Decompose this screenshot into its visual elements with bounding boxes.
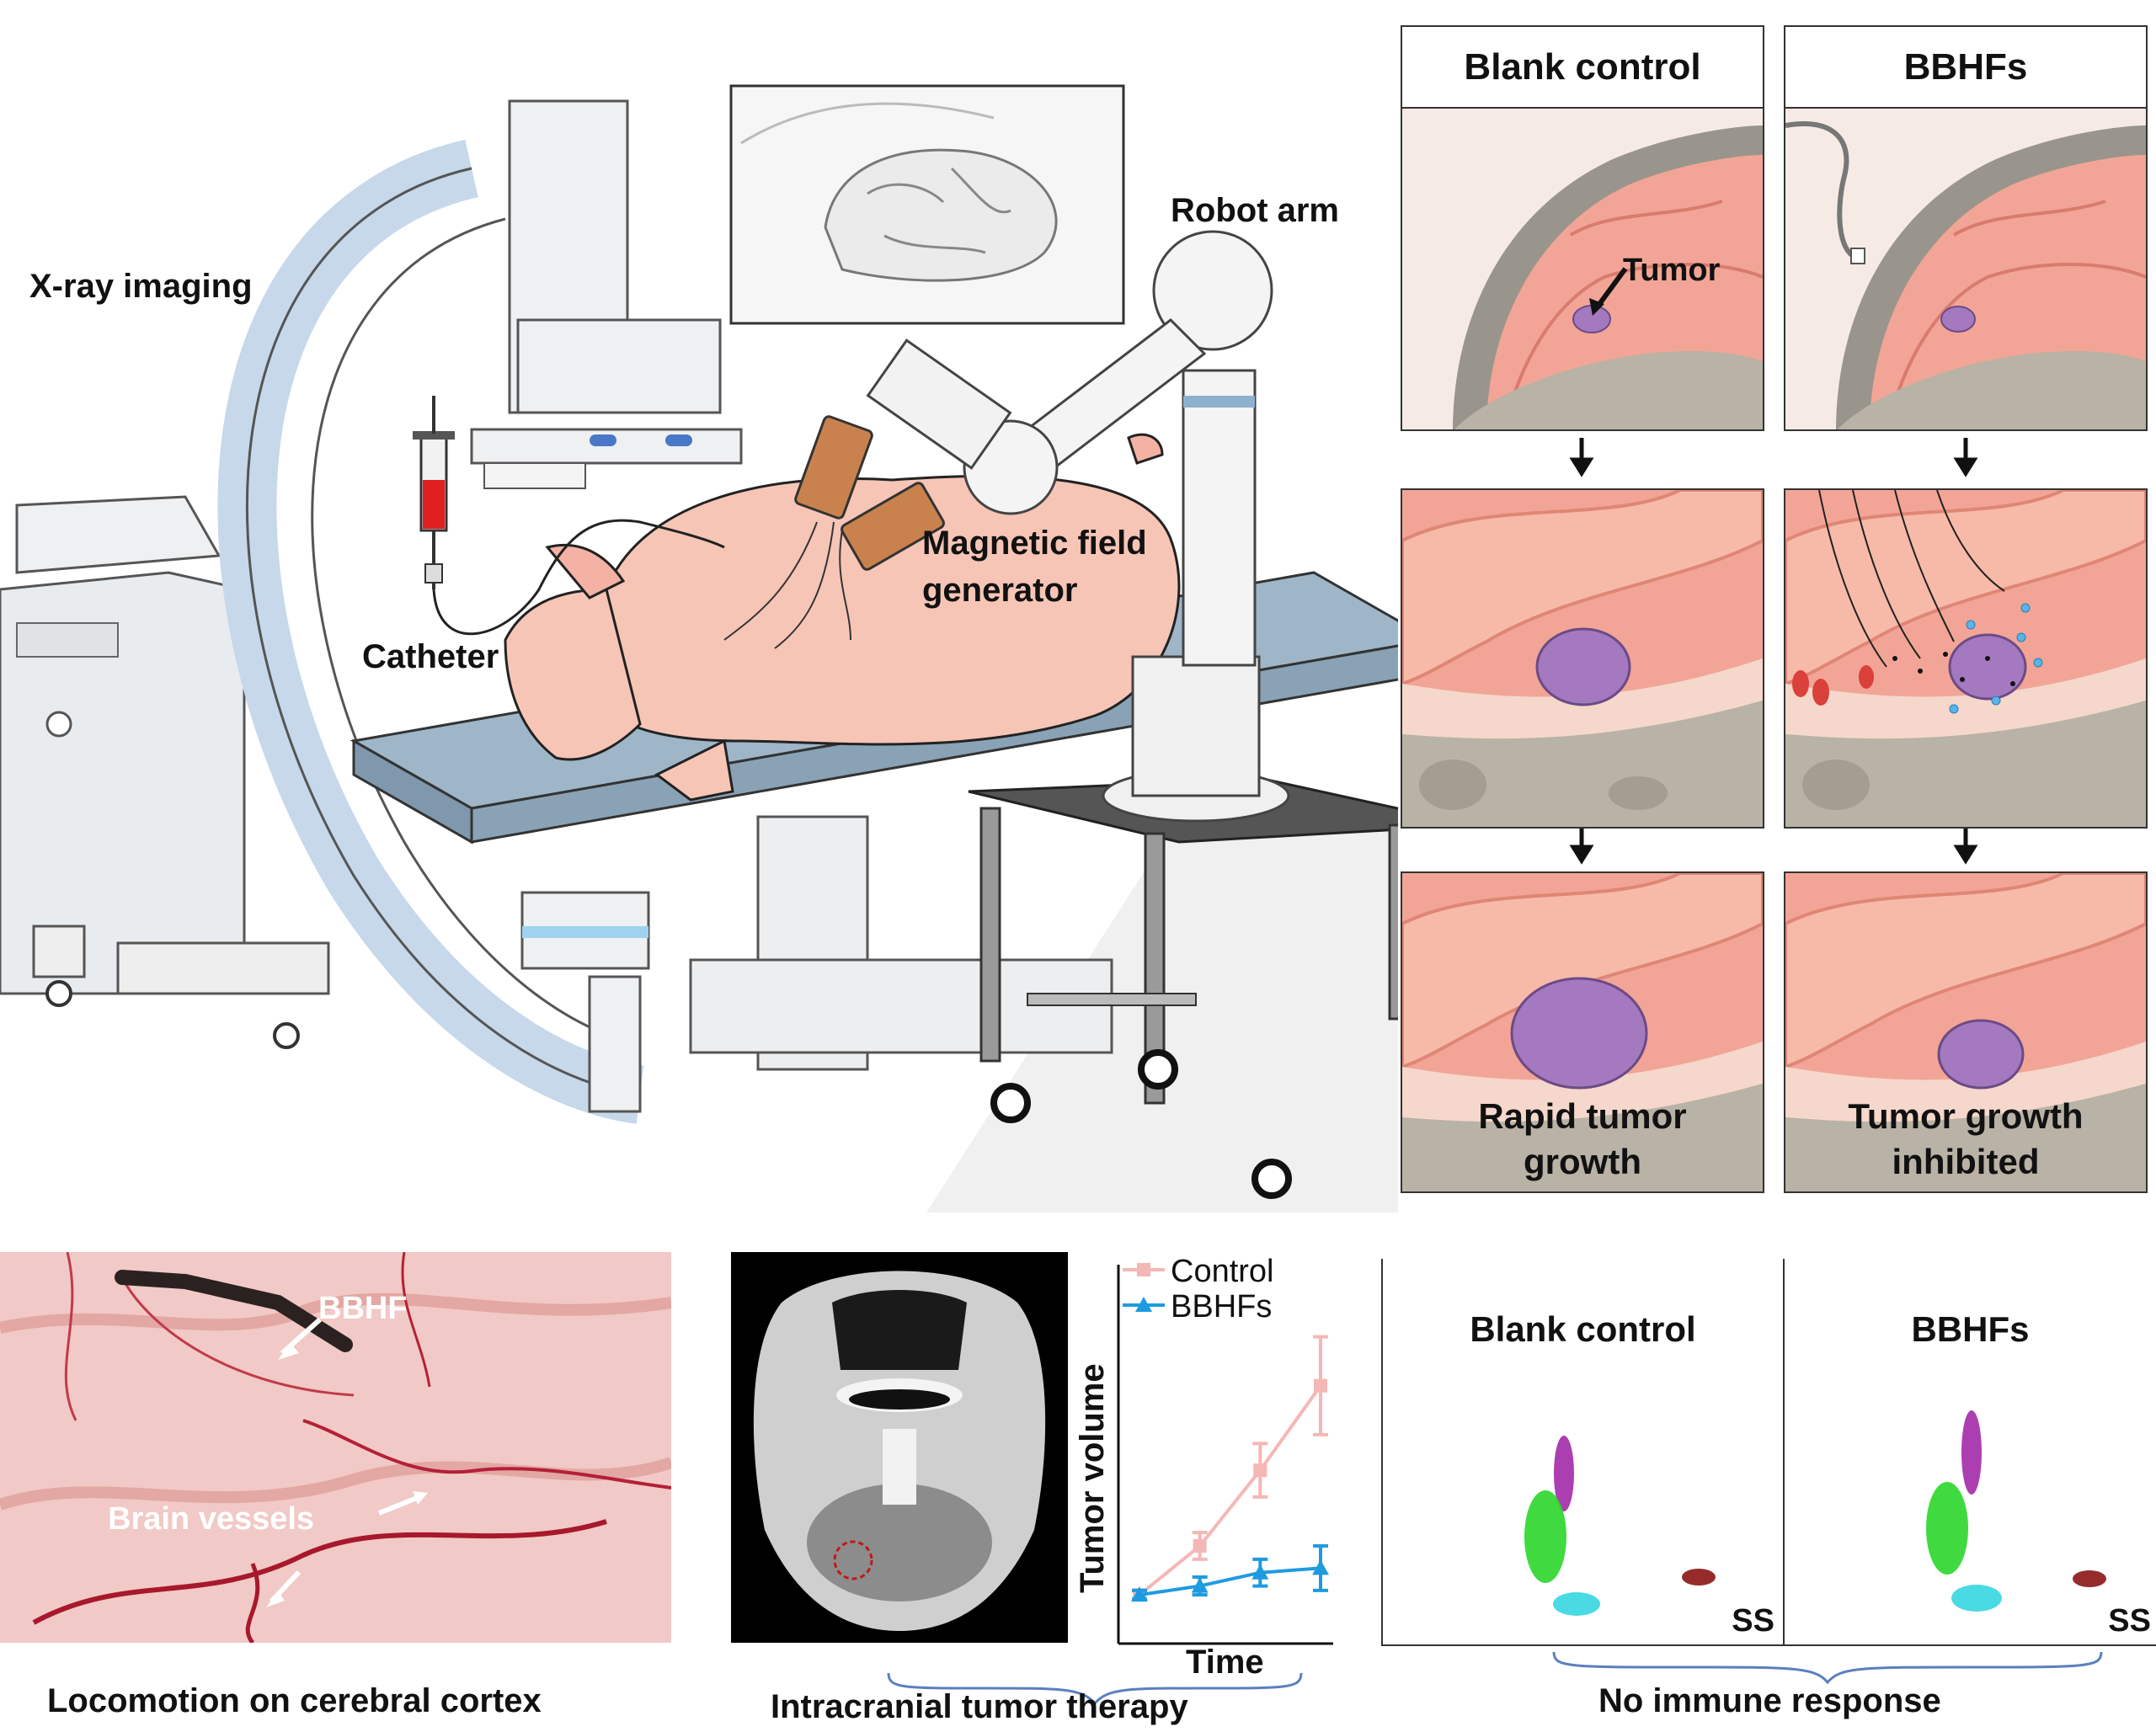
data-point bbox=[1191, 1577, 1209, 1593]
c-arm bbox=[217, 99, 743, 1124]
outcome-illustration-control bbox=[1402, 873, 1763, 1191]
bbhf-label: BBHF bbox=[318, 1291, 408, 1326]
brace-immune bbox=[1552, 1651, 2103, 1684]
chart-legend: Control BBHFs bbox=[1123, 1254, 1274, 1324]
ct-scan-image bbox=[753, 1271, 1046, 1631]
brain-column-blank-control: Blank control Tumor bbox=[1401, 25, 1764, 431]
tumor-volume-chart: Control BBHFs Tumor volume Time bbox=[1068, 1239, 1354, 1687]
outcome-illustration-bbhfs bbox=[1785, 873, 2146, 1191]
magnetic-label-line2: generator bbox=[922, 572, 1078, 609]
flow-scatter-control bbox=[1524, 1436, 1716, 1616]
chart-xlabel: Time bbox=[1186, 1644, 1264, 1681]
legend-control-marker bbox=[1137, 1263, 1150, 1276]
column-header-bbhfs: BBHFs bbox=[1785, 27, 2146, 109]
chart-ylabel: Tumor volume bbox=[1074, 1363, 1111, 1593]
brain-sagittal-bbhfs bbox=[1785, 109, 2146, 429]
data-point bbox=[1251, 1564, 1269, 1580]
brace-therapy bbox=[887, 1672, 1303, 1705]
immune-caption: No immune response bbox=[1598, 1682, 1941, 1719]
tumor-volume-chart-svg: Control BBHFs Tumor volume Time bbox=[1074, 1254, 1333, 1681]
closeup-illustration bbox=[1402, 490, 1763, 827]
brain-sketch-inset bbox=[729, 84, 1125, 325]
surgical-scene: X-ray imaging Robot arm Magnetic field g… bbox=[0, 0, 1533, 1212]
brain-closeup-bbhfs-mid bbox=[1784, 488, 2148, 829]
flow-title-bbhfs: BBHFs bbox=[1911, 1309, 2030, 1349]
syringe-catheter bbox=[413, 396, 725, 636]
flow-scatter-bbhfs bbox=[1926, 1410, 2106, 1612]
xray-base-unit bbox=[0, 495, 330, 1049]
flow-panel-blank-control: Blank control SS bbox=[1381, 1259, 1785, 1646]
flow-arrows bbox=[1569, 438, 1978, 865]
scene-illustration bbox=[0, 84, 1533, 1212]
data-point bbox=[1253, 1463, 1267, 1478]
legend-bbhfs-label: BBHFs bbox=[1171, 1289, 1272, 1324]
data-point bbox=[1193, 1539, 1207, 1553]
brain-outcome-control: Rapid tumor growth bbox=[1401, 871, 1764, 1193]
flow-axis-label-ss-2: SS bbox=[2108, 1603, 2151, 1639]
flow-title-blank-control: Blank control bbox=[1470, 1309, 1696, 1349]
arrow-down-icon bbox=[1569, 438, 1978, 865]
legend-bbhfs-marker bbox=[1135, 1297, 1152, 1312]
magnetic-generator-label: Magnetic field generator bbox=[922, 520, 1147, 614]
robot-arm bbox=[866, 230, 1290, 823]
series-line-1 bbox=[1139, 1566, 1321, 1597]
tumor-label: Tumor bbox=[1623, 253, 1721, 288]
data-point bbox=[1314, 1378, 1327, 1393]
outcome2-line1: Tumor growth bbox=[1848, 1096, 2084, 1136]
data-point bbox=[1312, 1559, 1329, 1575]
magnetic-label-line1: Magnetic field bbox=[922, 525, 1147, 562]
cortex-photo: BBHF Brain vessels bbox=[0, 1252, 671, 1643]
legend-control-label: Control bbox=[1171, 1254, 1274, 1289]
column-header-blank-control: Blank control bbox=[1402, 27, 1763, 109]
brain-sagittal-control bbox=[1402, 109, 1763, 429]
closeup-illustration-bbhfs bbox=[1785, 490, 2146, 827]
catheter-label: Catheter bbox=[362, 638, 499, 675]
outcome-text-control: Rapid tumor growth bbox=[1402, 1094, 1763, 1185]
cortex-caption: Locomotion on cerebral cortex bbox=[47, 1682, 542, 1719]
therapy-caption: Intracranial tumor therapy bbox=[771, 1688, 1188, 1725]
flow-axis-label-ss-1: SS bbox=[1732, 1603, 1774, 1639]
brain-column-bbhfs: BBHFs bbox=[1784, 25, 2148, 431]
series-line-0 bbox=[1138, 1384, 1322, 1596]
outcome1-line2: growth bbox=[1524, 1142, 1641, 1181]
brain-closeup-control-mid bbox=[1401, 488, 1764, 829]
brain-vessels-label: Brain vessels bbox=[108, 1501, 315, 1537]
ct-scan bbox=[731, 1252, 1068, 1643]
outcome1-line1: Rapid tumor bbox=[1478, 1096, 1687, 1136]
robot-arm-label: Robot arm bbox=[1171, 192, 1339, 229]
xray-label: X-ray imaging bbox=[29, 268, 253, 305]
flow-panel-bbhfs: BBHFs SS bbox=[1783, 1259, 2156, 1646]
outcome-text-bbhfs: Tumor growth inhibited bbox=[1785, 1094, 2146, 1185]
data-point bbox=[1131, 1586, 1148, 1602]
magnetic-coils bbox=[723, 415, 945, 649]
outcome2-line2: inhibited bbox=[1892, 1142, 2040, 1181]
cortex-photo-image bbox=[0, 1252, 671, 1643]
brain-outcome-bbhfs: Tumor growth inhibited bbox=[1784, 871, 2148, 1193]
